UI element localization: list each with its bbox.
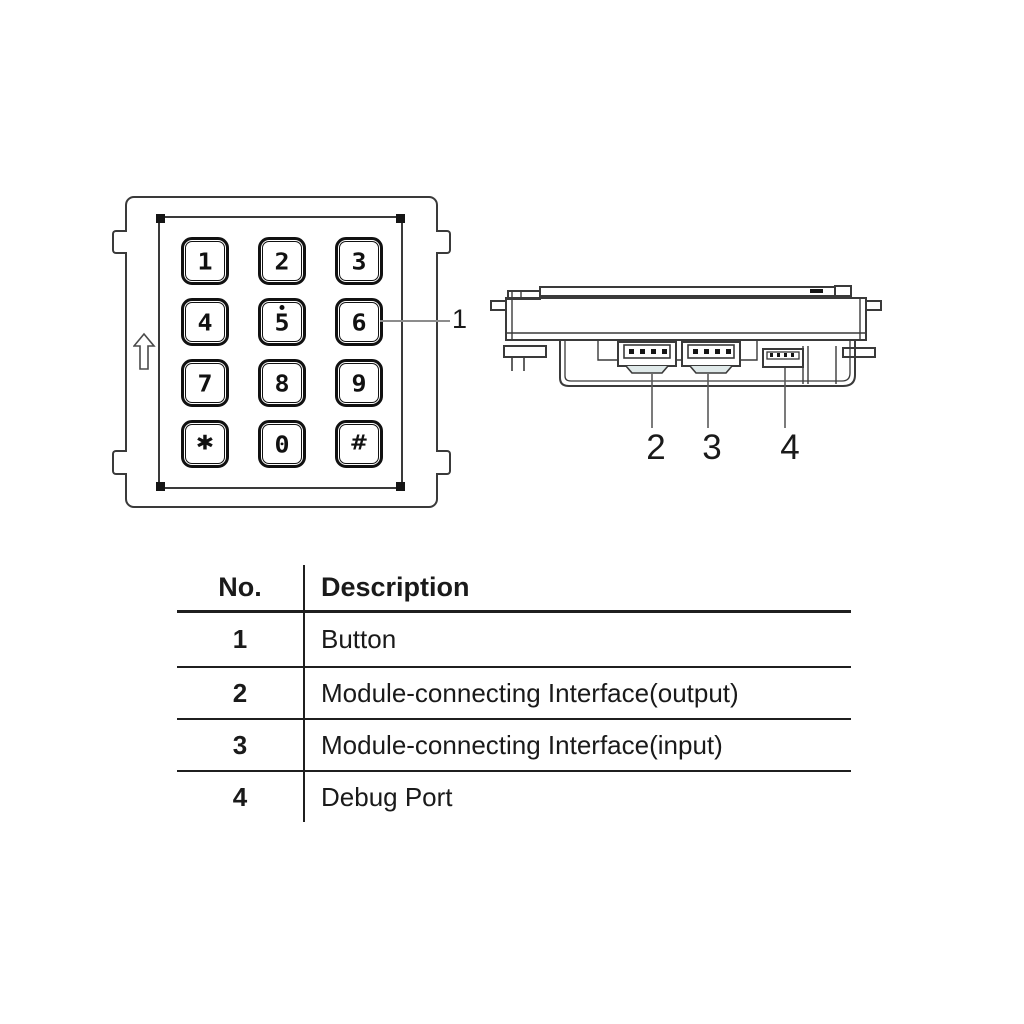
callout-label-debug: 4: [780, 428, 800, 467]
row-description: Module-connecting Interface(output): [321, 677, 739, 708]
frame-corner-mark: [396, 214, 405, 223]
keypad-key-hash: #: [335, 420, 383, 468]
callout-label-button: 1: [452, 304, 468, 334]
keypad-key-3: 3: [335, 237, 383, 285]
row-number: 1: [232, 624, 248, 654]
module-body: [505, 297, 867, 341]
module-connecting-interface-input: [681, 341, 741, 374]
frame-corner-mark: [156, 482, 165, 491]
keypad-key-star: ✱: [181, 420, 229, 468]
frame-corner-mark: [396, 482, 405, 491]
frame-corner-mark: [156, 214, 165, 223]
mounting-tab-left-top: [112, 230, 127, 254]
mounting-tab-right-bottom: [436, 450, 451, 475]
front-plate-edge: [539, 286, 836, 297]
plate-right-step: [834, 285, 852, 297]
keypad-key-4: 4: [181, 298, 229, 346]
plate-notch-mark: [810, 289, 823, 293]
keypad-frame: 1 2 3 4 5 6 7 8 9 ✱ 0 #: [156, 214, 405, 491]
header-description: Description: [321, 572, 470, 602]
table-column-divider: [303, 565, 305, 822]
key-glyph: 5: [274, 308, 290, 336]
tactile-dot: [279, 305, 285, 310]
body-tab-left: [490, 300, 507, 311]
keypad-key-8: 8: [258, 359, 306, 407]
row-description: Debug Port: [321, 781, 453, 812]
key-glyph: 8: [274, 369, 290, 397]
header-no: No.: [218, 572, 262, 602]
mounting-tab-right-top: [436, 230, 451, 254]
key-glyph: 6: [351, 308, 367, 336]
callout-label-output: 2: [646, 428, 666, 467]
key-glyph: 3: [351, 247, 367, 275]
table-row: 2 Module-connecting Interface(output): [177, 668, 851, 720]
debug-port-connector: [762, 348, 804, 368]
key-glyph: 9: [351, 369, 367, 397]
row-number: 2: [232, 677, 248, 708]
row-description: Module-connecting Interface(input): [321, 729, 723, 760]
keypad-key-9: 9: [335, 359, 383, 407]
right-foot: [842, 347, 876, 358]
body-tab-right: [865, 300, 882, 311]
mounting-tab-left-bottom: [112, 450, 127, 475]
up-arrow-icon: [133, 332, 156, 370]
row-description: Button: [321, 624, 397, 654]
keypad-key-0: 0: [258, 420, 306, 468]
module-connecting-interface-output: [617, 341, 677, 374]
front-view-panel: 1 2 3 4 5 6 7 8 9 ✱ 0 #: [112, 196, 451, 508]
keypad-key-7: 7: [181, 359, 229, 407]
key-glyph: 2: [274, 247, 290, 275]
key-glyph: 4: [197, 308, 213, 336]
rear-housing: [559, 340, 856, 387]
callout-label-input: 3: [702, 428, 722, 467]
keypad-key-6: 6: [335, 298, 383, 346]
table-row: 1 Button: [177, 613, 851, 668]
keypad: 1 2 3 4 5 6 7 8 9 ✱ 0 #: [181, 237, 383, 468]
key-glyph: ✱: [195, 432, 215, 456]
key-glyph: 1: [197, 247, 213, 275]
key-glyph: 0: [274, 430, 290, 458]
row-number: 4: [232, 781, 248, 812]
side-view-drawing: [490, 285, 882, 428]
row-number: 3: [232, 729, 248, 760]
keypad-key-1: 1: [181, 237, 229, 285]
left-foot: [503, 345, 547, 358]
keypad-key-2: 2: [258, 237, 306, 285]
table-row: 3 Module-connecting Interface(input): [177, 720, 851, 772]
key-glyph: 7: [197, 369, 213, 397]
table-row: 4 Debug Port: [177, 772, 851, 822]
table-header-row: No. Description: [177, 565, 851, 613]
key-glyph: #: [349, 432, 369, 456]
table-body: 1 Button 2 Module-connecting Interface(outp…: [177, 613, 851, 822]
keypad-key-5: 5: [258, 298, 306, 346]
callout-line-button: [380, 320, 450, 322]
